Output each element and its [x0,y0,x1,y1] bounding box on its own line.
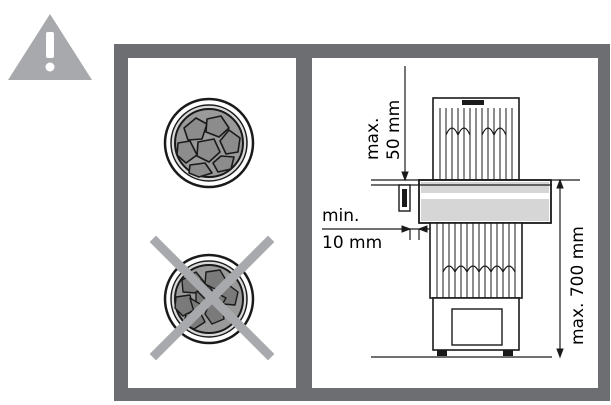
dimension-max-700 [556,178,564,359]
label-min-10-line1: min. [322,206,359,226]
stones-incorrectly-placed [149,235,275,361]
stones-correctly-placed [163,97,255,189]
label-max-700: max. 700 mm [568,226,588,345]
warning-triangle-icon [8,14,92,80]
label-min-10-line2: 10 mm [322,233,382,253]
label-max-50-line2: 50 mm [384,100,404,160]
label-max-50-line1: max. [363,118,383,160]
dimension-min-10 [322,225,430,240]
wall-bracket [398,184,411,212]
brand-logo [462,100,484,105]
cross-mark [149,235,275,361]
heater-drawing [418,97,552,356]
dimension-max-50 [401,66,409,182]
